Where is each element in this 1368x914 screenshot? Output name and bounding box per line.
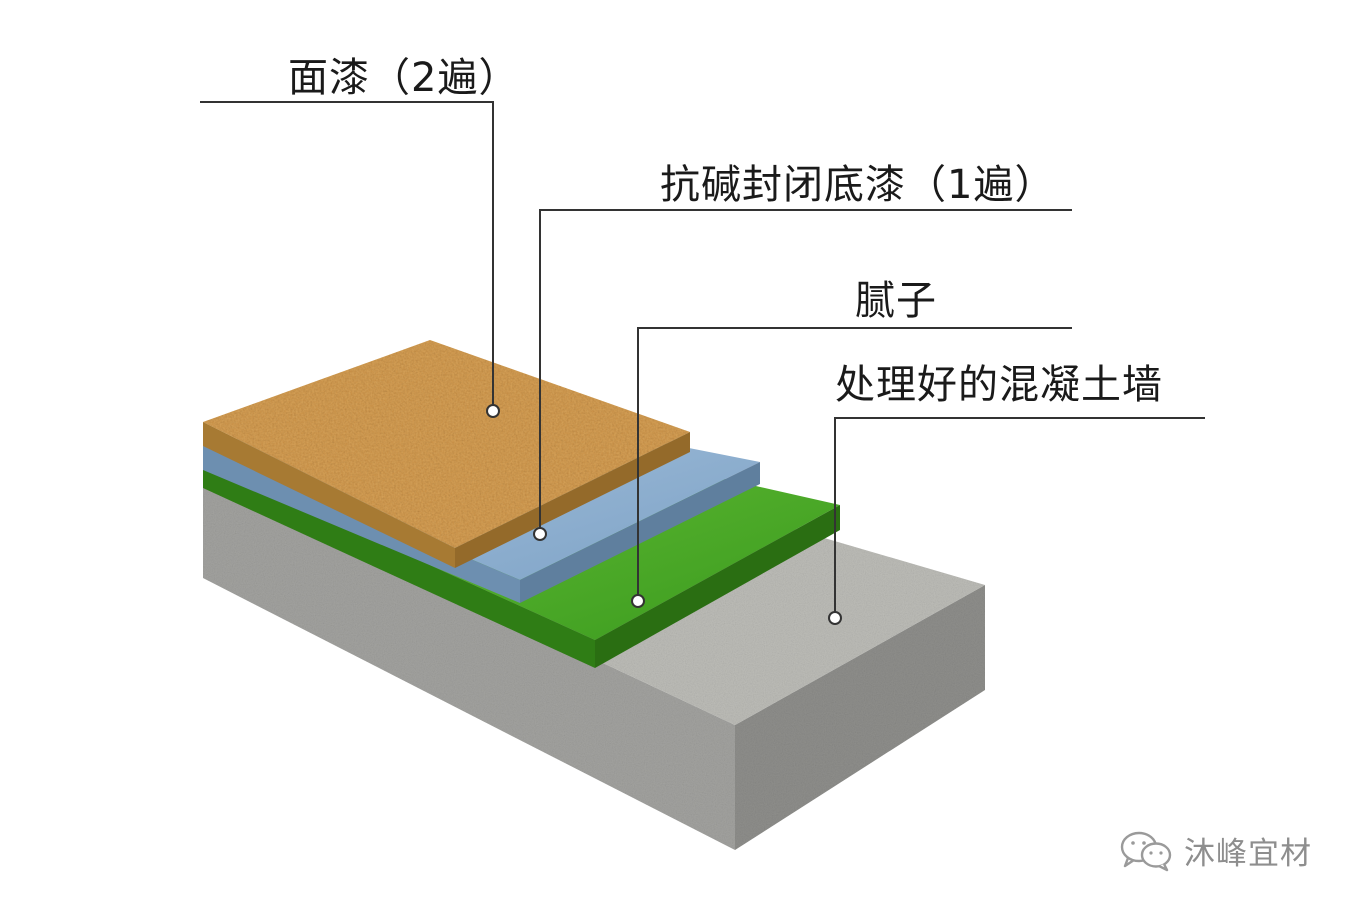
- putty-right-edge: [595, 505, 840, 668]
- label-concrete-wall: 处理好的混凝土墙: [835, 362, 1163, 408]
- topcoat-top-face: [203, 340, 690, 548]
- topcoat-front-edge: [203, 422, 455, 568]
- topcoat-layer: [203, 340, 690, 568]
- leader-line-primer: [539, 209, 1072, 532]
- label-putty: 腻子: [855, 278, 937, 324]
- leader-lines: [200, 101, 1205, 617]
- primer-front-edge: [203, 445, 520, 603]
- leader-line-concrete: [834, 417, 1205, 617]
- primer-right-edge: [520, 462, 760, 603]
- marker-primer: [533, 527, 547, 541]
- leader-line-topcoat: [200, 101, 494, 410]
- marker-concrete: [828, 611, 842, 625]
- leader-markers: [486, 404, 842, 625]
- putty-front-edge: [203, 462, 595, 668]
- wechat-icon: [1120, 831, 1172, 871]
- marker-topcoat: [486, 404, 500, 418]
- leader-line-putty: [637, 327, 1072, 600]
- watermark-text: 沐峰宜材: [1184, 836, 1312, 872]
- marker-putty: [631, 594, 645, 608]
- concrete-front-face: [203, 475, 735, 850]
- topcoat-right-edge: [455, 432, 690, 568]
- concrete-right-face: [735, 585, 985, 850]
- label-alkali-primer: 抗碱封闭底漆（1遍）: [660, 162, 1056, 208]
- label-topcoat: 面漆（2遍）: [288, 55, 520, 101]
- watermark: 沐峰宜材: [1118, 828, 1312, 873]
